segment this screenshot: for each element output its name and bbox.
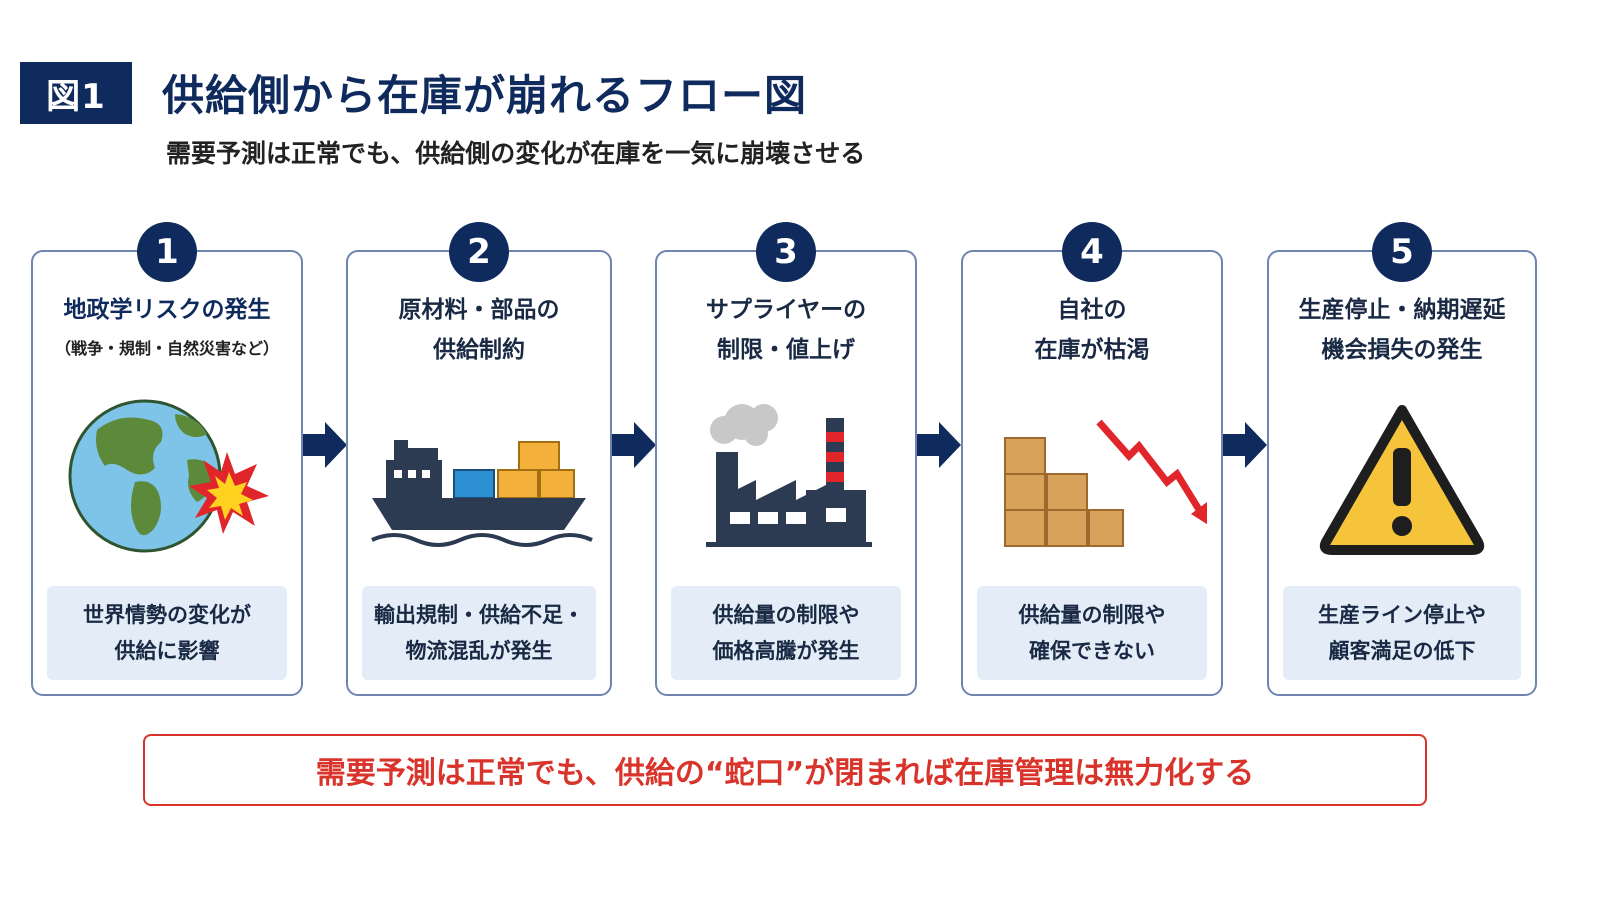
step-number-badge: 2 bbox=[449, 222, 509, 282]
step-illustration bbox=[963, 390, 1221, 580]
conclusion-banner: 需要予測は正常でも、供給の“蛇口”が閉まれば在庫管理は無力化する bbox=[143, 734, 1427, 806]
step-illustration bbox=[1269, 390, 1535, 580]
page-title: 供給側から在庫が崩れるフロー図 bbox=[162, 71, 808, 120]
flow-arrow-icon bbox=[917, 422, 961, 468]
step-number-badge: 3 bbox=[756, 222, 816, 282]
figure-badge: 図1 bbox=[20, 62, 132, 124]
step-card-5: 5 生産停止・納期遅延 機会損失の発生 生産ライン停止や 顧客満足の低下 bbox=[1267, 222, 1537, 696]
step-title: サプライヤーの bbox=[705, 297, 867, 323]
step-number-badge: 5 bbox=[1372, 222, 1432, 282]
step-title-note: （戦争・規制・自然災害など） bbox=[54, 339, 279, 358]
step-illustration bbox=[33, 390, 301, 580]
warning-icon bbox=[1319, 405, 1485, 555]
cargo-ship-icon bbox=[371, 440, 593, 547]
step-summary-line: 世界情勢の変化が bbox=[83, 603, 251, 627]
boxes-declining-icon bbox=[1004, 419, 1207, 547]
step-title: 生産停止・納期遅延 bbox=[1298, 297, 1506, 323]
step-illustration bbox=[657, 390, 915, 580]
step-title: 自社の bbox=[1057, 297, 1127, 323]
step-title: 制限・値上げ bbox=[717, 337, 855, 363]
step-heading: 自社の 在庫が枯渇 bbox=[963, 290, 1221, 370]
step-summary-line: 物流混乱が発生 bbox=[405, 639, 553, 663]
step-heading: 地政学リスクの発生 （戦争・規制・自然災害など） bbox=[33, 290, 301, 368]
step-heading: 原材料・部品の 供給制約 bbox=[348, 290, 610, 370]
step-summary: 供給量の制限や 確保できない bbox=[977, 586, 1207, 680]
step-summary-line: 顧客満足の低下 bbox=[1328, 639, 1476, 663]
step-card-1: 1 地政学リスクの発生 （戦争・規制・自然災害など） 世界情勢の変化が 供給に影… bbox=[31, 222, 303, 696]
step-card-3: 3 サプライヤーの 制限・値上げ 供給量の制限や 価格高騰が発生 bbox=[655, 222, 917, 696]
step-summary-line: 供給に影響 bbox=[114, 639, 220, 663]
step-summary-line: 供給量の制限や bbox=[712, 603, 860, 627]
step-title: 供給制約 bbox=[433, 337, 525, 363]
step-title: 地政学リスクの発生 bbox=[63, 297, 271, 323]
step-heading: 生産停止・納期遅延 機会損失の発生 bbox=[1269, 290, 1535, 370]
step-summary-line: 確保できない bbox=[1029, 639, 1155, 663]
step-number-badge: 1 bbox=[137, 222, 197, 282]
step-summary-line: 価格高騰が発生 bbox=[712, 639, 860, 663]
step-card-2: 2 原材料・部品の 供給制約 輸出規制・供給不足・ 物流混乱が発生 bbox=[346, 222, 612, 696]
flow-arrow-icon bbox=[612, 422, 656, 468]
flow-arrow-icon bbox=[1223, 422, 1267, 468]
step-summary-line: 輸出規制・供給不足・ bbox=[374, 603, 584, 627]
step-summary: 生産ライン停止や 顧客満足の低下 bbox=[1283, 586, 1521, 680]
step-summary: 供給量の制限や 価格高騰が発生 bbox=[671, 586, 901, 680]
flow-arrow-icon bbox=[303, 422, 347, 468]
step-card-4: 4 自社の 在庫が枯渇 供給量の制限や 確保できない bbox=[961, 222, 1223, 696]
factory-icon bbox=[706, 404, 872, 547]
step-summary: 輸出規制・供給不足・ 物流混乱が発生 bbox=[362, 586, 596, 680]
step-title: 機会損失の発生 bbox=[1321, 337, 1483, 363]
step-illustration bbox=[348, 390, 610, 580]
page-subtitle: 需要予測は正常でも、供給側の変化が在庫を一気に崩壊させる bbox=[166, 139, 866, 168]
step-summary-line: 供給量の制限や bbox=[1018, 603, 1166, 627]
step-number-badge: 4 bbox=[1062, 222, 1122, 282]
step-heading: サプライヤーの 制限・値上げ bbox=[657, 290, 915, 370]
step-title: 在庫が枯渇 bbox=[1034, 337, 1150, 363]
globe-explosion-icon bbox=[68, 399, 269, 553]
step-summary: 世界情勢の変化が 供給に影響 bbox=[47, 586, 287, 680]
step-summary-line: 生産ライン停止や bbox=[1318, 603, 1486, 627]
step-title: 原材料・部品の bbox=[398, 297, 560, 323]
